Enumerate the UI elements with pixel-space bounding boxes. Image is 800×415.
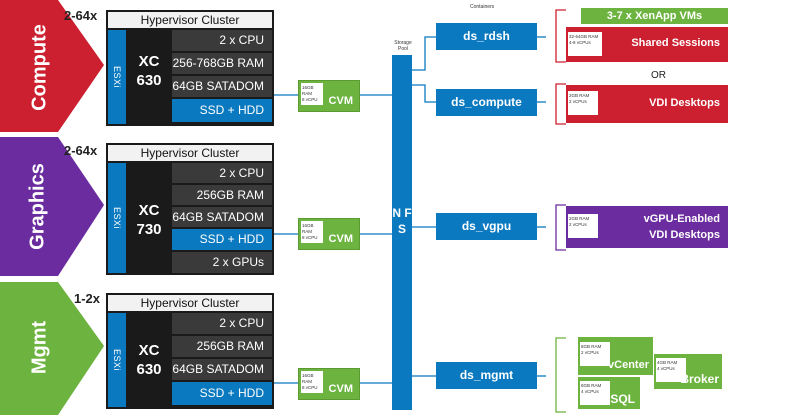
esxi-bar: ESXi (108, 313, 126, 407)
vcenter-label: vCenter (608, 359, 649, 371)
shared-sessions-label: Shared Sessions (631, 37, 720, 49)
cluster-title: Hypervisor Cluster (108, 145, 272, 161)
nfs-storage-pool: N F S (392, 55, 412, 410)
spec-row: 64GB SATADOM (172, 359, 272, 380)
compute-arrow (0, 0, 104, 132)
cvm-label: CVM (328, 95, 353, 107)
spec-row: 256GB RAM (172, 185, 272, 205)
spec-row-gpu: 2 x GPUs (172, 252, 272, 273)
mgmt-arrow (0, 282, 104, 415)
spec-row-storage: SSD + HDD (172, 229, 272, 250)
or-label: OR (651, 70, 666, 81)
mgmt-count: 1-2x (74, 291, 101, 306)
cvm-label: CVM (328, 233, 353, 245)
nfs-label: N F S (392, 206, 412, 236)
xenapp-title: 3-7 x XenApp VMs (581, 8, 728, 24)
spec-row: 256-768GB RAM (172, 53, 272, 74)
datastore-mgmt: ds_mgmt (436, 362, 537, 389)
esxi-bar: ESXi (108, 163, 126, 273)
spec-row-storage: SSD + HDD (172, 382, 272, 405)
broker-label: Broker (680, 372, 719, 386)
cvm-label: CVM (328, 383, 353, 395)
spec-row: 64GB SATADOM (172, 76, 272, 97)
spec-row: 2 x CPU (172, 313, 272, 334)
spec-row: 2 x CPU (172, 163, 272, 183)
cluster-title: Hypervisor Cluster (108, 12, 272, 28)
containers-label: Containers (470, 4, 495, 10)
sql-label: SQL (610, 392, 635, 406)
datastore-rdsh: ds_rdsh (436, 23, 537, 50)
spec-row-storage: SSD + HDD (172, 99, 272, 122)
cluster-title: Hypervisor Cluster (108, 295, 272, 311)
spec-row: 2 x CPU (172, 30, 272, 51)
compute-count: 2-64x (64, 8, 98, 23)
graphics-arrow (0, 137, 104, 276)
vdi-desktops-label: VDI Desktops (649, 97, 720, 109)
spec-row: 64GB SATADOM (172, 207, 272, 227)
datastore-compute: ds_compute (436, 89, 537, 116)
datastore-vgpu: ds_vgpu (436, 213, 537, 240)
esxi-bar: ESXi (108, 30, 126, 124)
graphics-count: 2-64x (64, 143, 98, 158)
spec-row: 256GB RAM (172, 336, 272, 357)
